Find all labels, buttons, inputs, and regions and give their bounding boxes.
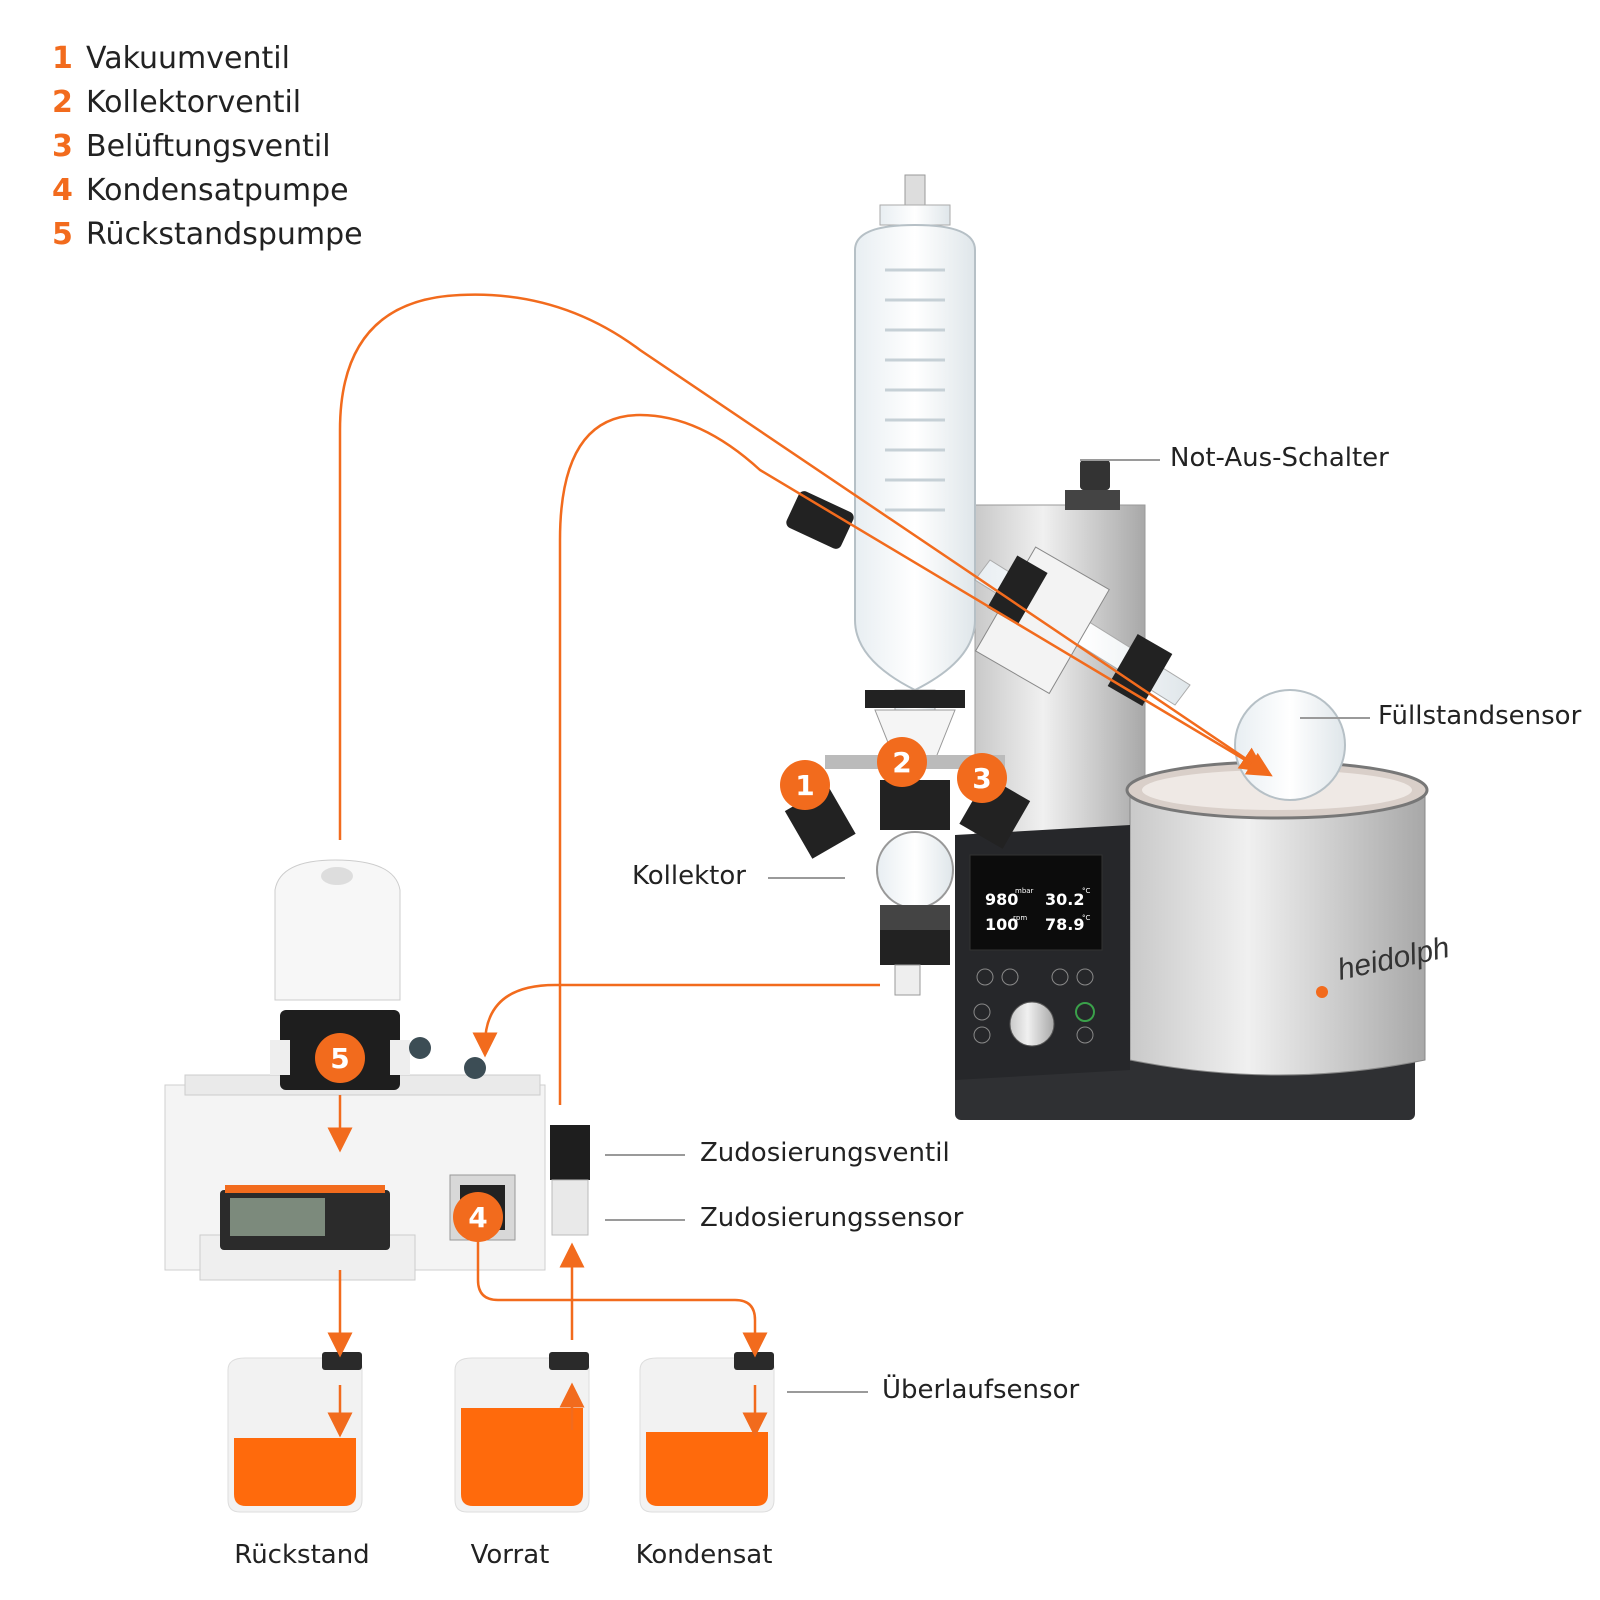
svg-text:°C: °C <box>1082 914 1091 922</box>
residue-pump-head <box>270 859 410 1090</box>
svg-text:5: 5 <box>330 1042 349 1075</box>
control-panel <box>955 825 1130 1080</box>
svg-text:mbar: mbar <box>1015 887 1034 895</box>
badge-4: 4 <box>453 1192 503 1242</box>
legend-number: 1 <box>52 40 73 76</box>
control-knob[interactable] <box>1009 1001 1055 1047</box>
legend-item-3: 3 Belüftungsventil <box>52 124 363 168</box>
svg-text:4: 4 <box>468 1201 487 1234</box>
svg-text:2: 2 <box>892 746 911 779</box>
canister-rueckstand <box>227 1352 363 1513</box>
legend: 1 Vakuumventil 2 Kollektorventil 3 Belüf… <box>52 36 363 256</box>
legend-number: 4 <box>52 172 73 208</box>
canister-vorrat <box>454 1352 590 1513</box>
pump-knob-1[interactable] <box>409 1037 431 1059</box>
dosing-sensor <box>551 1179 589 1236</box>
label-zudosierungssensor: Zudosierungssensor <box>700 1203 964 1233</box>
evaporating-flask <box>1234 689 1346 801</box>
pump-display-panel[interactable] <box>220 1185 390 1250</box>
panel-display: 980 mbar 30.2 °C 100 rpm 78.9 °C <box>985 887 1091 934</box>
pump-knob-2[interactable] <box>464 1057 486 1079</box>
svg-text:100: 100 <box>985 915 1018 934</box>
svg-text:3: 3 <box>972 762 991 795</box>
flow-lines <box>327 293 1273 1438</box>
panel-buttons[interactable] <box>973 968 1095 1044</box>
legend-label: Kondensatpumpe <box>86 172 349 208</box>
label-fuellstandsensor: Füllstandsensor <box>1378 701 1582 731</box>
emergency-stop-switch[interactable] <box>1080 460 1110 490</box>
legend-item-5: 5 Rückstandspumpe <box>52 212 363 256</box>
legend-label: Belüftungsventil <box>86 128 331 164</box>
label-zudosierungsventil: Zudosierungsventil <box>700 1138 950 1168</box>
legend-label: Vakuumventil <box>86 40 290 76</box>
condenser-glass <box>854 174 976 716</box>
svg-text:rpm: rpm <box>1013 914 1027 922</box>
collector-vessel <box>825 690 1005 996</box>
legend-number: 3 <box>52 128 73 164</box>
canister-kondensat <box>639 1352 775 1513</box>
svg-text:1: 1 <box>795 769 814 802</box>
badge-2: 2 <box>877 737 927 787</box>
caption-vorrat: Vorrat <box>470 1540 550 1570</box>
legend-number: 2 <box>52 84 73 120</box>
legend-label: Rückstandspumpe <box>86 216 363 252</box>
legend-item-4: 4 Kondensatpumpe <box>52 168 363 212</box>
vacuum-inlet-connector <box>786 491 854 549</box>
legend-label: Kollektorventil <box>86 84 302 120</box>
svg-text:980: 980 <box>985 890 1018 909</box>
caption-rueckstand: Rückstand <box>234 1540 370 1570</box>
leader-lines <box>605 459 1370 1393</box>
legend-item-2: 2 Kollektorventil <box>52 80 363 124</box>
badge-5: 5 <box>315 1033 365 1083</box>
label-ueberlaufsensor: Überlaufsensor <box>882 1375 1080 1405</box>
dosing-valve <box>550 1125 590 1180</box>
badge-1: 1 <box>780 760 830 810</box>
legend-number: 5 <box>52 216 73 252</box>
svg-text:78.9: 78.9 <box>1045 915 1084 934</box>
caption-kondensat: Kondensat <box>635 1540 773 1570</box>
svg-text:°C: °C <box>1082 887 1091 895</box>
svg-text:30.2: 30.2 <box>1045 890 1084 909</box>
legend-item-1: 1 Vakuumventil <box>52 36 363 80</box>
label-kollektor: Kollektor <box>632 861 746 891</box>
label-not-aus-schalter: Not-Aus-Schalter <box>1170 443 1389 473</box>
badge-3: 3 <box>957 753 1007 803</box>
